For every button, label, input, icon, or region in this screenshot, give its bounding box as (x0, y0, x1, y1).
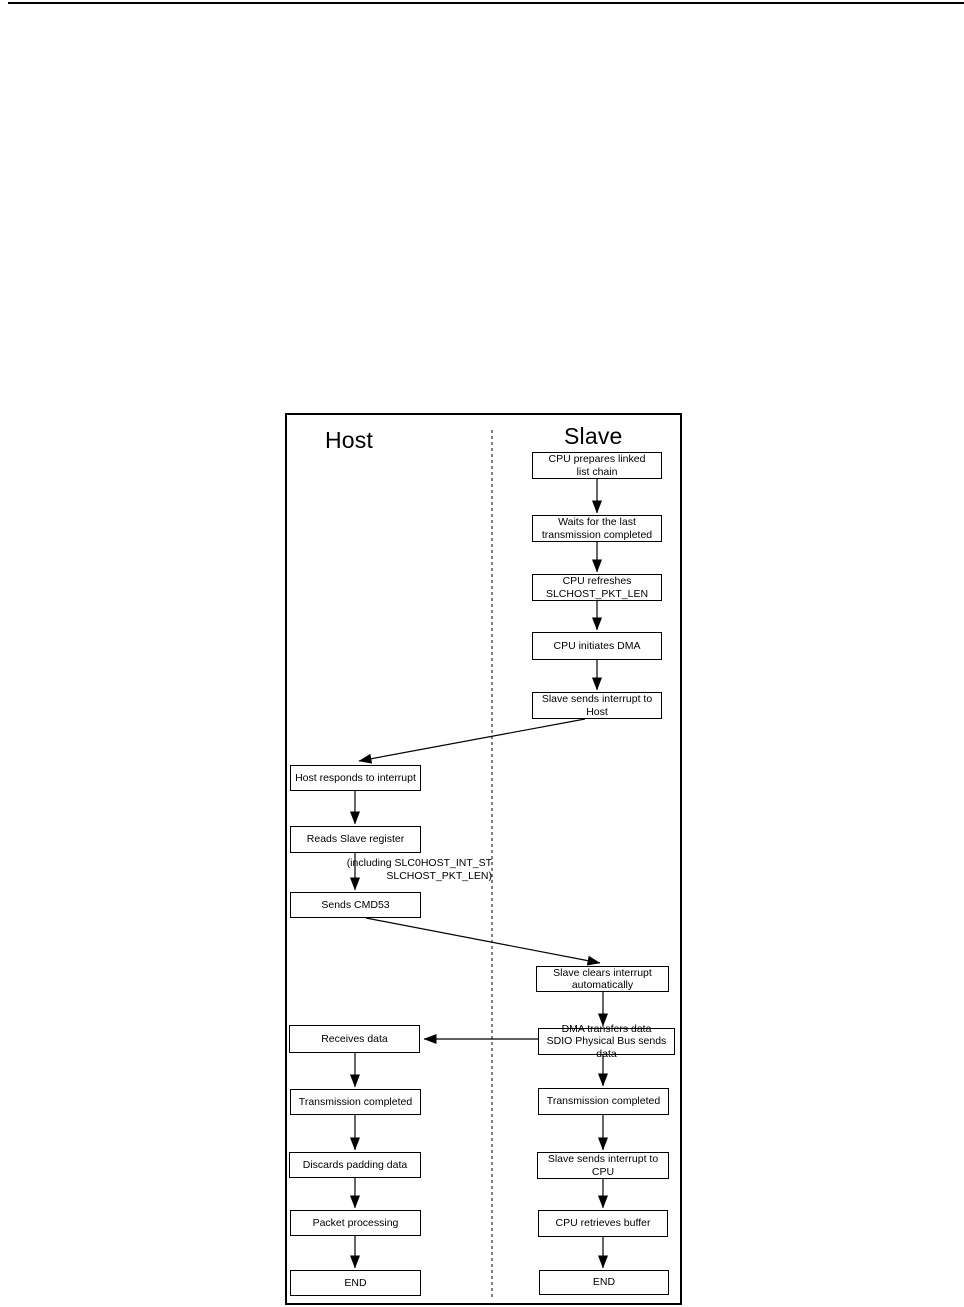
node-transmission-completed-host: Transmission completed (290, 1089, 421, 1115)
host-column-title: Host (325, 427, 374, 453)
node-waits-last-transmission: Waits for the last transmission complete… (532, 515, 662, 542)
register-annotation: (including SLC0HOST_INT_ST SLCHOST_PKT_L… (346, 857, 492, 882)
node-receives-data: Receives data (289, 1025, 420, 1053)
node-sends-cmd53: Sends CMD53 (290, 892, 421, 918)
node-cpu-retrieves-buffer: CPU retrieves buffer (538, 1210, 668, 1237)
node-slave-sends-interrupt-cpu: Slave sends interrupt to CPU (537, 1152, 669, 1179)
node-transmission-completed-slave: Transmission completed (538, 1088, 669, 1115)
node-discards-padding-data: Discards padding data (289, 1152, 421, 1178)
node-slave-sends-interrupt-host: Slave sends interrupt to Host (532, 692, 662, 719)
node-slave-clears-interrupt: Slave clears interrupt automatically (536, 966, 669, 992)
node-cpu-prepares-linked-list: CPU prepares linked list chain (532, 452, 662, 479)
node-host-responds-interrupt: Host responds to interrupt (290, 765, 421, 791)
node-end-slave: END (539, 1270, 669, 1295)
node-reads-slave-register: Reads Slave register (290, 826, 421, 853)
node-cpu-refreshes-pkt-len: CPU refreshes SLCHOST_PKT_LEN (532, 574, 662, 601)
page-top-border-line (8, 2, 964, 4)
slave-column-title: Slave (564, 423, 623, 449)
node-packet-processing: Packet processing (290, 1210, 421, 1236)
node-end-host: END (290, 1270, 421, 1296)
node-cpu-initiates-dma: CPU initiates DMA (532, 632, 662, 660)
node-dma-transfers-data: DMA transfers data SDIO Physical Bus sen… (538, 1023, 675, 1060)
